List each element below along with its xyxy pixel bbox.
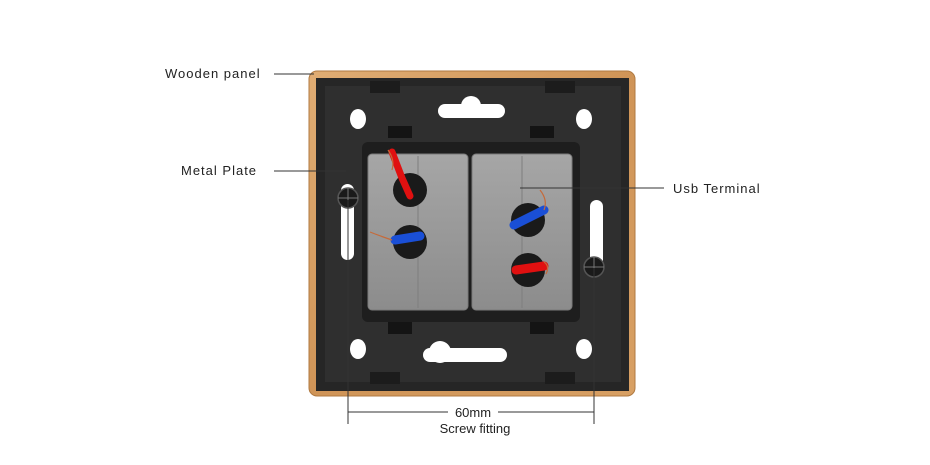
left-screw-hole [337,187,359,209]
dimension-caption: Screw fitting [439,421,511,436]
left-module [367,148,469,311]
metal-plate-label: Metal Plate [181,163,258,178]
usb-terminal-module [471,153,573,311]
wooden-panel-label: Wooden panel [165,66,261,81]
dimension-value: 60mm [454,405,492,420]
usb-terminal-label: Usb Terminal [673,181,761,196]
